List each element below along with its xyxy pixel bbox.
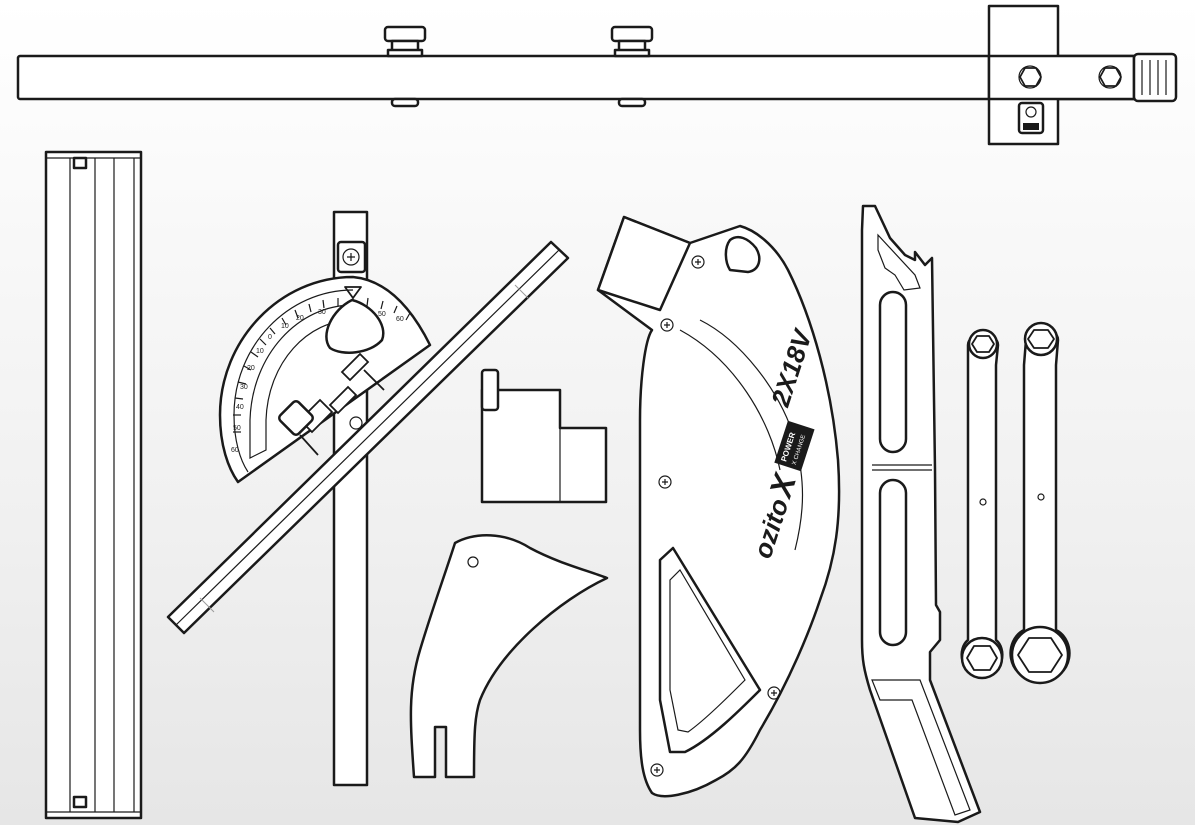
hex-wrench-large xyxy=(1009,321,1071,685)
protractor-label: 30 xyxy=(318,309,326,316)
protractor-label: 20 xyxy=(296,315,304,322)
protractor-label: 60 xyxy=(396,316,404,323)
protractor-label: 20 xyxy=(247,365,255,372)
mitre-gauge: 60 50 40 30 20 10 0 10 20 30 40 50 60 xyxy=(166,210,570,787)
push-stick xyxy=(860,204,982,824)
protractor-label: 30 xyxy=(240,384,248,391)
protractor-label: 60 xyxy=(231,447,239,454)
fence-knob-left xyxy=(383,25,427,108)
blade-guard: ozito X POWER X CHANGE 2X18V xyxy=(596,215,841,798)
fence-knob-right xyxy=(610,25,654,108)
rip-fence xyxy=(16,4,1178,146)
protractor-label: 10 xyxy=(256,348,264,355)
protractor-label: 10 xyxy=(281,323,289,330)
power-badge xyxy=(774,420,815,472)
protractor-label: 50 xyxy=(378,311,386,318)
riving-knife-plate xyxy=(409,534,609,779)
fence-end-cap xyxy=(1132,52,1178,103)
extension-rail xyxy=(44,150,143,820)
protractor-label: 50 xyxy=(233,425,241,432)
protractor-label: 0 xyxy=(268,334,272,341)
hex-wrench-small xyxy=(960,328,1004,680)
guard-screw xyxy=(650,255,781,777)
push-block xyxy=(480,368,608,504)
protractor-label: 40 xyxy=(236,404,244,411)
fence-clamp xyxy=(987,4,1136,146)
